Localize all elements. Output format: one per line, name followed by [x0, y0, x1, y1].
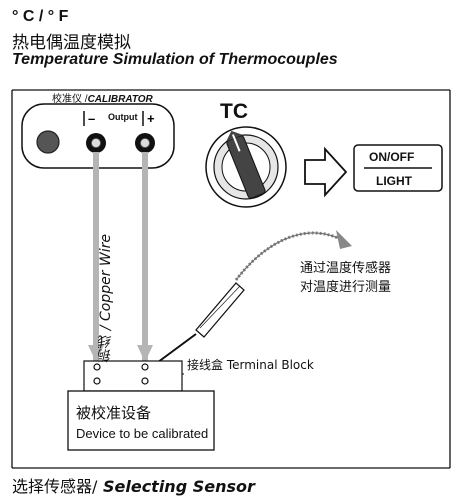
- tc-switch-knob: [226, 130, 266, 199]
- terminal-hole: [93, 363, 101, 371]
- calibrator-label-cn: 校准仪 /: [52, 94, 88, 105]
- terminal-hole: [93, 377, 101, 385]
- output-minus-jack-hole: [91, 138, 101, 148]
- footer-caption-en: Selecting Sensor: [97, 477, 255, 496]
- terminal-hole: [141, 377, 149, 385]
- wire-plus-arrow: [137, 345, 153, 362]
- page-title-chinese: 热电偶温度模拟: [12, 33, 131, 53]
- copper-wire-label: 铜线 / Copper Wire: [98, 234, 114, 363]
- plus-sign: +: [147, 111, 155, 126]
- probe-description-line2: 对温度进行测量: [300, 280, 392, 295]
- output-label: Output: [108, 112, 138, 122]
- calibrator-indicator: [36, 130, 60, 154]
- copper-wire-plus: [142, 152, 148, 362]
- device-label-cn: 被校准设备: [76, 404, 152, 422]
- on-off-label: ON/OFF: [369, 150, 415, 164]
- copper-wire-minus: [93, 152, 99, 362]
- calibrator-label: 校准仪 /CALIBRATOR: [52, 90, 153, 105]
- device-label-en: Device to be calibrated: [76, 426, 209, 441]
- output-plus-jack-hole: [140, 138, 150, 148]
- unit-label: ° C / ° F: [12, 8, 69, 25]
- device-box: [67, 390, 215, 451]
- terminal-hole: [141, 363, 149, 371]
- tc-switch-label: TC: [220, 100, 248, 123]
- page-title-english: Temperature Simulation of Thermocouples: [12, 51, 338, 68]
- calibrator-label-en: CALIBRATOR: [87, 94, 153, 105]
- probe-description: 通过温度传感器 对温度进行测量: [300, 259, 391, 297]
- light-label: LIGHT: [376, 174, 412, 188]
- cable-arrow: [336, 230, 352, 249]
- terminal-block-label: 接线盒 Terminal Block: [187, 358, 314, 372]
- footer-caption: 选择传感器/ Selecting Sensor: [12, 473, 255, 497]
- wire-minus-arrow: [88, 345, 104, 362]
- direction-arrow: [304, 146, 348, 198]
- probe-description-line1: 通过温度传感器: [300, 261, 392, 276]
- minus-sign: –: [88, 111, 95, 126]
- temperature-probe: [149, 230, 352, 369]
- footer-caption-cn: 选择传感器/: [12, 477, 98, 496]
